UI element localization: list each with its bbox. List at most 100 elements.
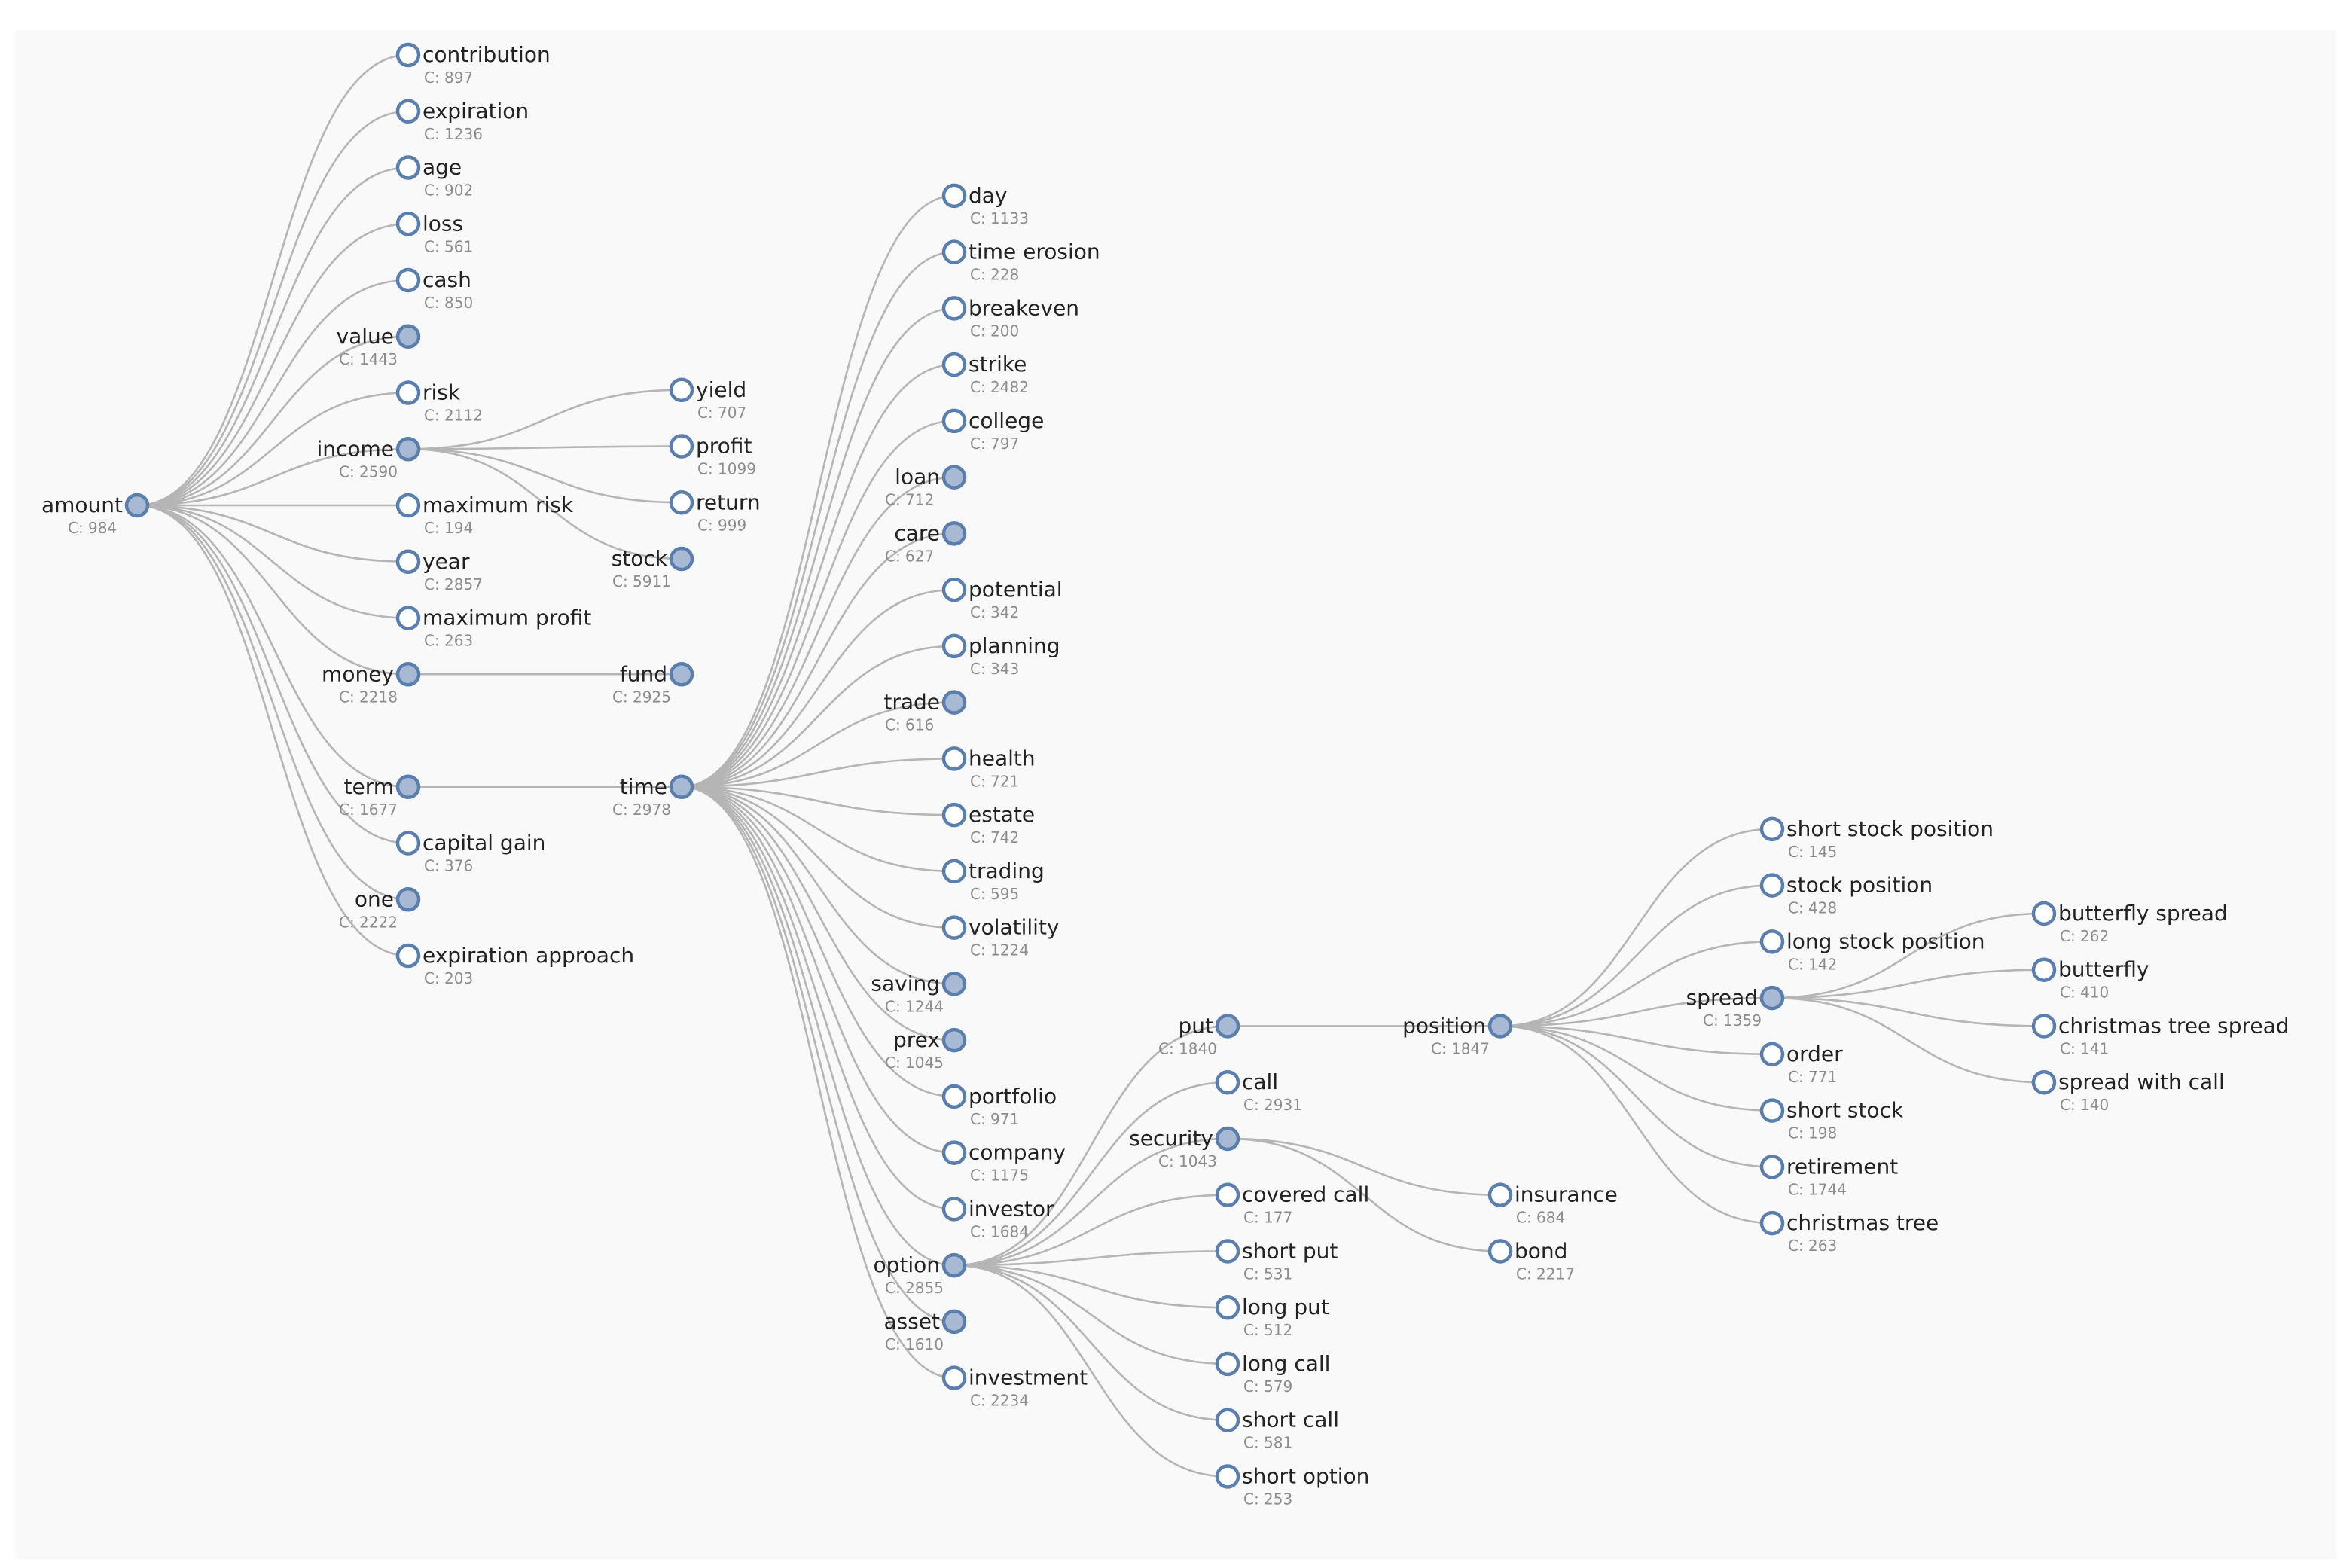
node-circle[interactable] [1215, 1126, 1240, 1152]
node-circle[interactable] [941, 465, 967, 490]
node-circle[interactable] [941, 633, 967, 659]
node-circle[interactable] [669, 434, 694, 459]
node-circle[interactable] [395, 42, 421, 68]
node-circle[interactable] [2031, 901, 2057, 926]
node-circle[interactable] [395, 549, 421, 574]
node-circle[interactable] [395, 267, 421, 293]
node-circle[interactable] [941, 1140, 967, 1165]
node-circle[interactable] [1759, 1155, 1785, 1179]
node-circle[interactable] [1215, 1239, 1240, 1264]
node-circle[interactable] [395, 606, 421, 630]
node-circle[interactable] [941, 972, 967, 996]
node-circle[interactable] [669, 662, 694, 687]
node-circle[interactable] [395, 212, 421, 236]
node-circle[interactable] [941, 408, 967, 434]
node-circle[interactable] [395, 380, 421, 405]
node-circle[interactable] [669, 490, 694, 515]
node-circle[interactable] [1215, 1295, 1240, 1320]
node-circle[interactable] [941, 1197, 967, 1222]
node-circle[interactable] [124, 493, 150, 518]
node-circle[interactable] [1215, 1069, 1240, 1095]
node-circle[interactable] [1215, 1182, 1240, 1207]
node-circle[interactable] [941, 1084, 967, 1109]
node-circle[interactable] [395, 774, 421, 799]
node-circle[interactable] [1215, 1351, 1240, 1377]
node-circle[interactable] [1759, 873, 1785, 898]
node-circle[interactable] [941, 690, 967, 715]
node-circle[interactable] [395, 887, 421, 912]
node-circle[interactable] [1215, 1464, 1240, 1489]
node-circle[interactable] [669, 546, 694, 572]
node-circle[interactable] [1215, 1014, 1240, 1039]
node-circle[interactable] [2031, 1069, 2057, 1095]
node-circle[interactable] [395, 155, 421, 180]
node-circle[interactable] [395, 324, 421, 349]
node-circle[interactable] [1759, 985, 1785, 1011]
node-circle[interactable] [941, 352, 967, 377]
node-circle[interactable] [1759, 929, 1785, 954]
node-circle[interactable] [1487, 1182, 1513, 1207]
node-circle[interactable] [941, 521, 967, 546]
node-circle[interactable] [395, 493, 421, 518]
node-circle[interactable] [941, 296, 967, 321]
node-circle[interactable] [941, 1309, 967, 1335]
node-circle[interactable] [941, 802, 967, 828]
node-circle[interactable] [941, 746, 967, 771]
node-circle[interactable] [1759, 1210, 1785, 1236]
node-circle[interactable] [1759, 1098, 1785, 1123]
